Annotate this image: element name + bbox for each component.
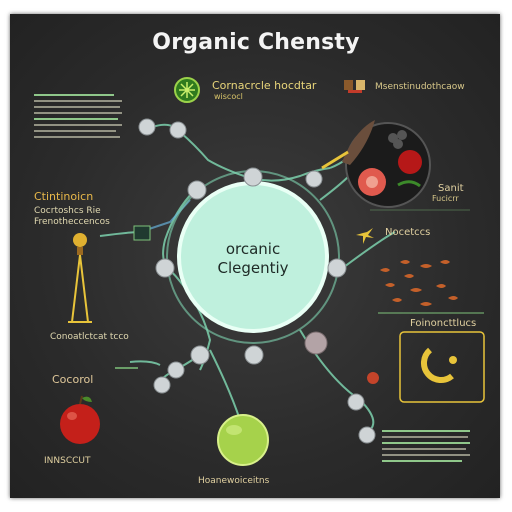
- right-text-block: [382, 426, 474, 466]
- center-label: orcanic Clegentiy: [179, 240, 327, 278]
- lamp-icon: [68, 233, 92, 323]
- bottom-label: Hoanewoiceitns: [198, 476, 270, 486]
- right-label-1-sub: Fucicrr: [432, 194, 459, 203]
- molecule-node-icon: [138, 118, 379, 444]
- left-label-3: Cocorol: [52, 373, 94, 386]
- center-label-line1: orcanic: [225, 240, 281, 258]
- left-label-3-sub: INNSCCUT: [44, 456, 91, 466]
- left-label-1-sub: Cocrtoshcs Rie: [34, 206, 101, 216]
- top-sublabel: wiscocl: [214, 92, 243, 101]
- right-label-2: Nocetccs: [385, 227, 431, 238]
- center-label-line2: Clegentiy: [217, 259, 289, 277]
- leaf-icon: [174, 77, 200, 103]
- sushi-icon: [344, 80, 365, 93]
- chip-icon: [133, 225, 151, 241]
- apple-icon: [60, 395, 100, 444]
- left-label-2: Conoatlctcat tcco: [50, 332, 129, 342]
- hexagon-icon: [399, 331, 485, 403]
- star-icon: [356, 228, 374, 244]
- top-label: Cornacrcle hocdtar: [212, 79, 317, 92]
- left-label-1: Ctintinoicn: [34, 190, 94, 203]
- page-title: Organic Chensty: [152, 30, 360, 55]
- right-label-3: Foinoncttlucs: [410, 318, 477, 329]
- left-text-block: [34, 90, 126, 142]
- top-right-label: Msenstinudothcaow: [375, 82, 465, 92]
- lime-icon: [217, 414, 269, 466]
- plate-icon: [321, 120, 431, 208]
- left-label-1-sub2: Frenotheccencos: [34, 217, 110, 227]
- right-label-1: Sanit: [438, 183, 464, 194]
- particles-icon: [380, 260, 458, 306]
